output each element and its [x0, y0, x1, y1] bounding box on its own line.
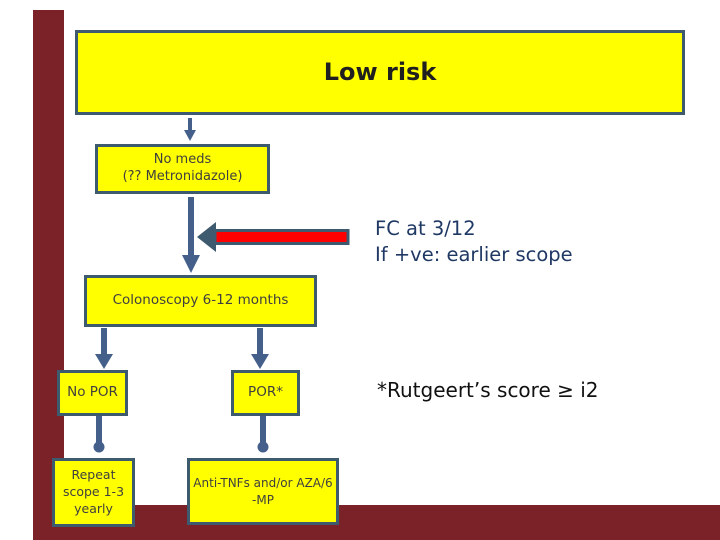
node-no-meds: No meds (?? Metronidazole)	[95, 144, 270, 194]
rutgeerts-annotation: *Rutgeert’s score ≥ i2	[377, 378, 599, 402]
down-arrow-to-por	[251, 328, 269, 369]
node-por: POR*	[231, 370, 300, 416]
node-anti-tnf: Anti-TNFs and/or AZA/6 -MP	[187, 458, 339, 525]
fc-annotation: FC at 3/12 If +ve: earlier scope	[375, 217, 573, 266]
node-repeat-scope: Repeat scope 1-3 yearly	[52, 458, 135, 527]
down-arrow-no-meds-to-colonoscopy	[182, 197, 200, 273]
title-box-low-risk: Low risk	[75, 30, 685, 115]
frame-left-bar	[33, 10, 64, 540]
red-left-arrow	[197, 222, 350, 252]
node-no-por: No POR	[57, 370, 128, 416]
down-arrow-title-to-no-meds	[184, 118, 196, 141]
frame-bottom-bar	[33, 505, 720, 540]
node-colonoscopy: Colonoscopy 6-12 months	[84, 275, 317, 327]
down-arrow-to-no-por	[95, 328, 113, 369]
dot-connector-por-to-anti-tnf	[257, 416, 269, 453]
dot-connector-no-por-to-repeat	[93, 416, 105, 453]
